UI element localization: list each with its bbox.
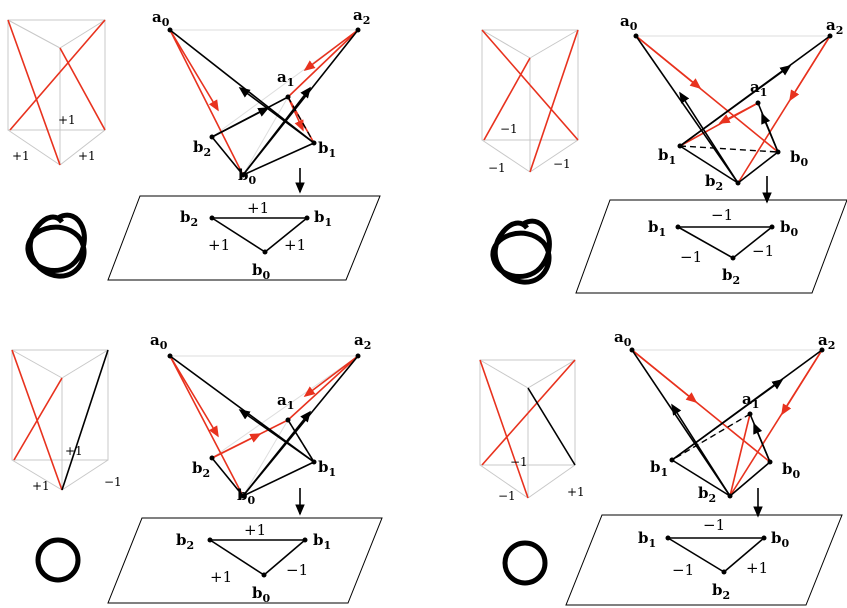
- unknot: [35, 537, 81, 583]
- vertex-label: a1: [277, 68, 294, 89]
- spatial-graph-3: a0 a2 a1 b2 b1 b0: [150, 331, 371, 516]
- vertex-label: b1: [313, 531, 331, 552]
- prism-weight: +1: [567, 485, 585, 499]
- trefoil-knot: [25, 212, 87, 279]
- vertex-label: a2: [818, 331, 835, 352]
- prism-weight: +1: [32, 479, 50, 493]
- vertex-label: b2: [705, 172, 723, 193]
- prism-weight: −1: [498, 489, 516, 503]
- vertex-label: a0: [614, 328, 632, 349]
- prism-2: −1 −1 −1: [481, 29, 579, 175]
- vertex-label: b2: [193, 138, 211, 159]
- vertex-label: a2: [353, 6, 370, 27]
- spatial-graph-4: a0 a2 a1 b1 b0 b2: [614, 328, 835, 518]
- edge-weight: −1: [711, 206, 733, 224]
- edge-weight: +1: [208, 236, 230, 254]
- vertex-label: b1: [638, 529, 656, 550]
- vertex-label: b1: [648, 218, 666, 239]
- edge-weight: +1: [210, 568, 232, 586]
- prism-weight: −1: [488, 161, 506, 175]
- vertex-label: b1: [318, 139, 336, 160]
- projection-plane-1: b2 b1 b0 +1 +1 +1: [107, 195, 381, 282]
- prism-1: +1 +1 +1: [7, 19, 106, 166]
- vertex-label: b0: [790, 148, 809, 169]
- prism-weight: +1: [78, 149, 96, 163]
- vertex-label: a0: [150, 331, 168, 352]
- prism-weight: −1: [104, 475, 122, 489]
- prism-4: −1 −1 +1: [479, 359, 585, 503]
- prism-weight: −1: [553, 157, 571, 171]
- panel-2: −1 −1 −1: [481, 12, 847, 294]
- vertex-label: b1: [650, 458, 668, 479]
- prism-weight: +1: [65, 444, 83, 458]
- prism-weight: +1: [58, 113, 76, 127]
- vertex-label: b1: [314, 208, 332, 229]
- prism-weight: +1: [12, 149, 30, 163]
- prism-weight: −1: [510, 455, 528, 469]
- prism-weight: −1: [500, 122, 518, 136]
- edge-weight: +1: [244, 521, 266, 539]
- vertex-label: b2: [192, 459, 210, 480]
- edge-weight: −1: [672, 561, 694, 579]
- vertex-label: a1: [742, 390, 759, 411]
- vertex-label: b2: [722, 266, 740, 287]
- edge-weight: −1: [680, 248, 702, 266]
- vertex-label: b2: [698, 484, 716, 505]
- vertex-label: b1: [318, 458, 336, 479]
- panel-4: −1 −1 +1: [479, 328, 843, 606]
- vertex-label: a1: [277, 391, 294, 412]
- edge-weight: −1: [286, 561, 308, 579]
- vertex-label: b2: [180, 208, 198, 229]
- spatial-graph-2: a0 a2 a1 b1 b0 b2: [620, 12, 843, 204]
- spatial-graph-1: a0 a2 a1 b2 b1 b0: [152, 6, 370, 194]
- vertex-label: b2: [176, 531, 194, 552]
- vertex-label: b0: [252, 584, 271, 605]
- projection-plane-2: b1 b0 b2 −1 −1 −1: [575, 199, 847, 294]
- edge-weight: −1: [752, 242, 774, 260]
- vertex-label: b2: [712, 581, 730, 602]
- edge-weight: −1: [703, 516, 725, 534]
- vertex-label: b0: [237, 486, 256, 507]
- edge-weight: +1: [284, 236, 306, 254]
- projection-plane-4: b1 b0 b2 −1 −1 +1: [565, 514, 843, 606]
- vertex-label: b0: [238, 166, 257, 187]
- vertex-label: a1: [750, 78, 767, 99]
- vertex-label: b0: [780, 218, 799, 239]
- vertex-label: a2: [354, 331, 371, 352]
- vertex-label: a2: [826, 16, 843, 37]
- vertex-label: b1: [658, 146, 676, 167]
- trefoil-knot: [490, 218, 552, 285]
- prism-3: +1 +1 −1: [11, 349, 122, 493]
- vertex-label: b0: [771, 529, 790, 550]
- unknot: [502, 540, 548, 586]
- panel-1: +1 +1 +1: [7, 6, 381, 282]
- panel-3: +1 +1 −1: [11, 331, 383, 605]
- vertex-label: a0: [152, 8, 170, 29]
- vertex-label: b0: [782, 460, 801, 481]
- edge-weight: +1: [247, 199, 269, 217]
- vertex-label: a0: [620, 12, 638, 33]
- vertex-label: b0: [252, 261, 271, 282]
- edge-weight: +1: [746, 559, 768, 577]
- projection-plane-3: b2 b1 b0 +1 +1 −1: [107, 517, 383, 605]
